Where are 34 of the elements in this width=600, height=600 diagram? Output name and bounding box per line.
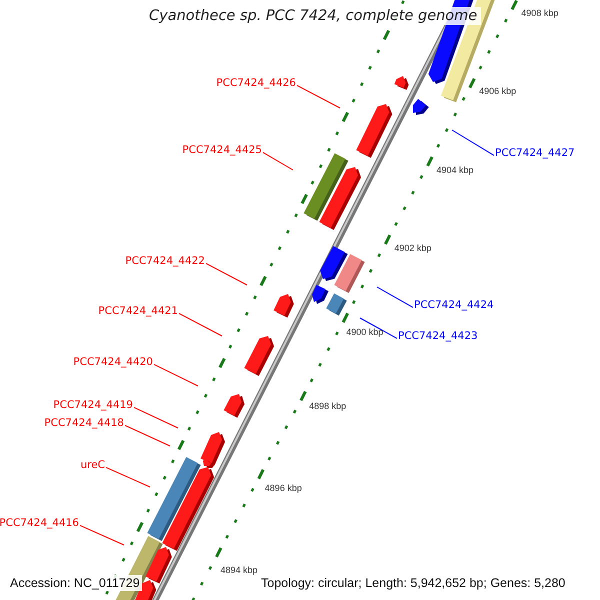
scale-label: 4906 kbp xyxy=(479,86,516,96)
gene-label: PCC7424_4420 xyxy=(73,356,153,368)
scale-label: 4904 kbp xyxy=(436,165,474,175)
gene-label: PCC7424_4423 xyxy=(398,330,478,342)
gene-label: PCC7424_4421 xyxy=(98,305,178,317)
gene-label: PCC7424_4425 xyxy=(182,144,262,156)
gene-label: PCC7424_4418 xyxy=(44,417,124,429)
gene-label: ureC xyxy=(80,459,105,471)
leader-line xyxy=(80,524,124,546)
leader-line xyxy=(452,130,494,156)
gene-label: PCC7424_4426 xyxy=(216,77,296,89)
accession-text: Accession: NC_011729 xyxy=(8,575,142,591)
leader-line xyxy=(154,364,198,386)
gene-label: PCC7424_4424 xyxy=(414,299,494,311)
leader-line xyxy=(106,466,150,488)
scale-label: 4898 kbp xyxy=(309,401,346,411)
scale-label: 4908 kbp xyxy=(521,8,558,18)
gene-label: PCC7424_4416 xyxy=(0,517,79,529)
leader-line xyxy=(376,286,414,308)
scale-label: 4896 kbp xyxy=(264,483,302,493)
gene-label: PCC7424_4419 xyxy=(53,399,133,411)
leader-line xyxy=(262,152,294,170)
gene-label: PCC7424_4427 xyxy=(495,147,575,159)
leader-line xyxy=(296,84,340,108)
scale-label: 4902 kbp xyxy=(394,243,432,253)
leader-line xyxy=(178,312,222,336)
leader-line xyxy=(124,424,170,446)
genome-info-text: Topology: circular; Length: 5,942,652 bp; Genes: 5,280 xyxy=(259,575,568,591)
leader-line xyxy=(134,406,178,428)
leader-line xyxy=(360,318,398,339)
gene-label: PCC7424_4422 xyxy=(125,255,205,267)
scale-label: 4894 kbp xyxy=(220,565,258,575)
scale-label: 4900 kbp xyxy=(346,327,384,337)
leader-line xyxy=(206,262,248,286)
